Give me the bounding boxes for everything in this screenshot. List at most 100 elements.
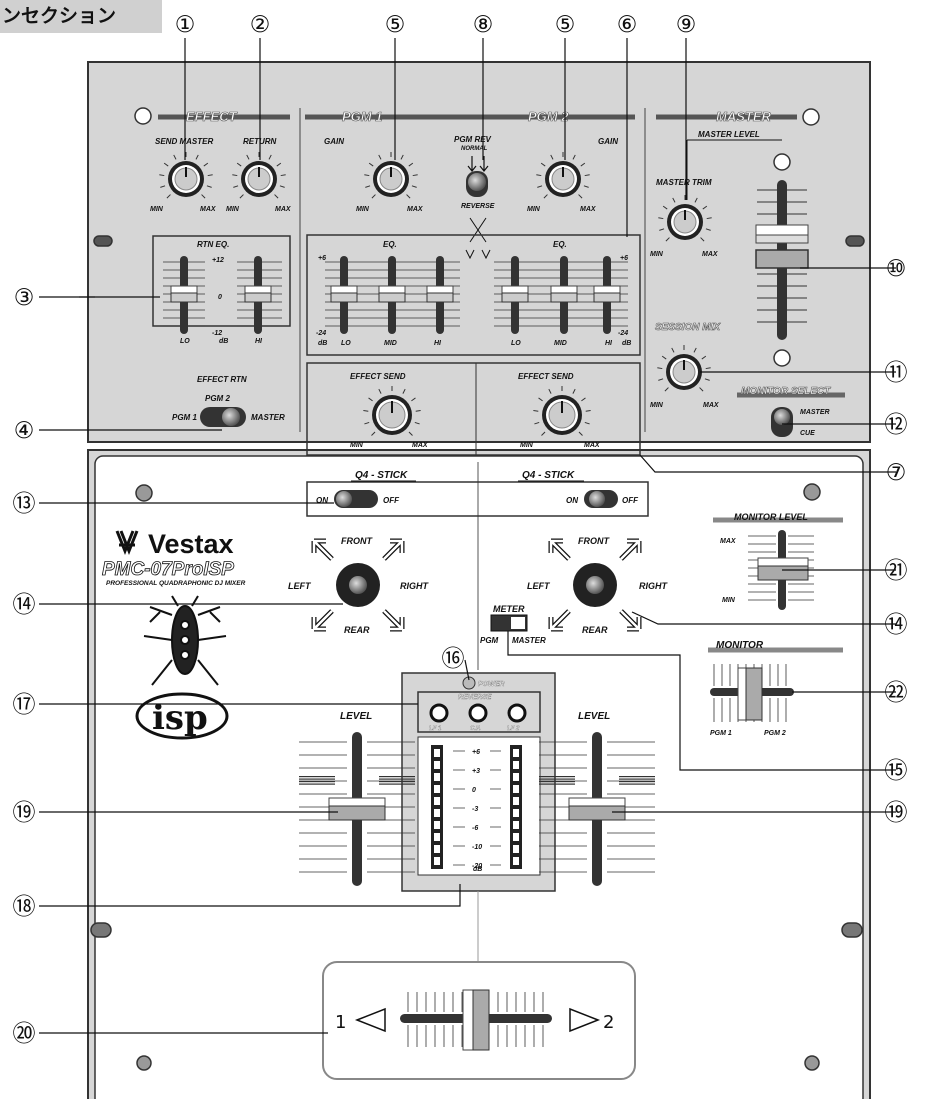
eq1-lo: LO [341,340,351,347]
svg-text:MIN: MIN [150,206,164,213]
meter-scale-label: +6 [472,749,480,756]
svg-text:MASTER: MASTER [251,413,285,422]
pgm1-title: PGM 1 [342,109,382,124]
section-vlines [299,108,646,432]
pgm1-gain-label: GAIN [324,137,344,146]
callout-number: ⑰ [13,692,36,718]
callout-number: ⑯ [442,646,465,672]
meter-scale-label: -20 [472,863,482,870]
svg-text:MASTER: MASTER [800,409,830,416]
pgm-rev-switch[interactable] [465,156,491,260]
meter-scale-label: 0 [472,787,476,794]
effect-rtn-switch[interactable] [200,407,246,427]
pgm2-gain-knob[interactable] [536,152,590,199]
svg-text:C.F.: C.F. [470,726,481,732]
callout-number: ⑩ [886,256,907,282]
section-title: ンセクション [0,0,162,33]
session-mix-title: SESSION MIX [655,322,721,333]
eq-faders[interactable] [325,256,628,334]
callout-number: ③ [14,285,35,311]
eq2-lo: LO [511,340,521,347]
return-knob[interactable] [232,152,286,199]
svg-text:FRONT: FRONT [341,536,373,546]
callout-number: ㉑ [885,558,908,584]
brand-name: Vestax [148,529,234,559]
pgm1-gain-knob[interactable] [364,152,418,199]
q4-stick-1[interactable] [311,538,405,632]
svg-text:LEFT: LEFT [527,581,551,591]
meter-scale-label: -6 [472,825,478,832]
monitor-fader[interactable] [710,664,794,722]
svg-text:LEFT: LEFT [288,581,312,591]
master-title: MASTER [716,109,772,124]
callout-number: ⑲ [885,800,908,826]
master-level-fader[interactable] [686,139,809,367]
reverse-lf2-button[interactable] [507,703,527,723]
channel-1-level-fader[interactable] [299,732,415,886]
meter-switch[interactable] [490,614,528,632]
callout-number: ⑦ [886,460,907,486]
level-label-1: LEVEL [340,711,372,722]
svg-text:MIN: MIN [520,442,534,449]
eq2-hi: HI [605,340,613,347]
effect-send-knob-2[interactable] [533,386,591,436]
rtn-eq-faders[interactable] [163,256,282,334]
svg-text:MAX: MAX [702,251,719,258]
svg-text:MIN: MIN [650,251,664,258]
callout-number: ⑭ [13,592,36,618]
callout-number: ⑥ [617,12,638,38]
svg-text:RIGHT: RIGHT [400,581,430,591]
callout-number: ⑭ [885,612,908,638]
svg-text:MAX: MAX [200,206,217,213]
svg-text:MASTER: MASTER [512,636,546,645]
rtn-eq-minus12: -12 [212,330,222,337]
q4-stick-2[interactable] [548,538,642,632]
effect-rtn-title: EFFECT RTN [197,375,247,384]
session-mix-knob[interactable] [657,345,711,392]
effect-send-knob-1[interactable] [363,386,421,436]
q4-switch-1[interactable] [334,490,378,508]
q4-box [306,481,649,517]
svg-text:MIN: MIN [226,206,240,213]
pgm-rev-normal-label: NORMAL [461,146,488,152]
callout-number: ① [175,12,196,38]
bug-logo-icon [143,595,227,686]
rtn-eq-plus12: +12 [212,257,224,264]
callout-number: ㉒ [885,680,908,706]
eq1-minus24: -24 [316,330,326,337]
svg-text:ON: ON [316,496,328,505]
master-trim-knob[interactable] [658,195,712,242]
eq1-plus6: +6 [318,255,326,262]
meter-scale: +6+30-3-6-10-20 [453,749,501,870]
monitor-select-switch[interactable] [771,407,793,437]
callout-number: ⑤ [555,12,576,38]
channel-2-level-fader[interactable] [539,732,655,886]
svg-text:PGM 1: PGM 1 [172,413,197,422]
svg-text:MAX: MAX [703,402,720,409]
monitor-select-title: MONITOR SELECT [741,386,831,397]
svg-text:LF 1: LF 1 [429,726,442,732]
send-master-knob[interactable] [159,152,213,199]
reverse-buttons[interactable] [429,703,527,723]
crossfader-left-arrow-icon [354,1007,386,1033]
callout-number: ⑪ [885,360,908,386]
svg-text:isp: isp [152,698,208,738]
q4-switch-2[interactable] [584,490,618,508]
svg-text:MAX: MAX [720,538,737,545]
svg-text:REAR: REAR [344,625,370,635]
svg-text:MAX: MAX [584,442,601,449]
svg-text:MIN: MIN [356,206,370,213]
effect-title: EFFECT [186,109,238,124]
pgm-rev-reverse-label: REVERSE [461,203,495,210]
panel-screws [90,107,865,1071]
callout-number: ② [250,12,271,38]
reverse-cf-button[interactable] [468,703,488,723]
svg-text:PGM 2: PGM 2 [205,394,230,403]
master-level-label: MASTER LEVEL [698,130,760,139]
reverse-lf1-button[interactable] [429,703,449,723]
power-label: POWER [478,681,504,688]
eq2-minus24: -24 [618,330,628,337]
crossfader[interactable] [400,989,552,1051]
model-name: PMC-07ProISP [102,559,234,580]
